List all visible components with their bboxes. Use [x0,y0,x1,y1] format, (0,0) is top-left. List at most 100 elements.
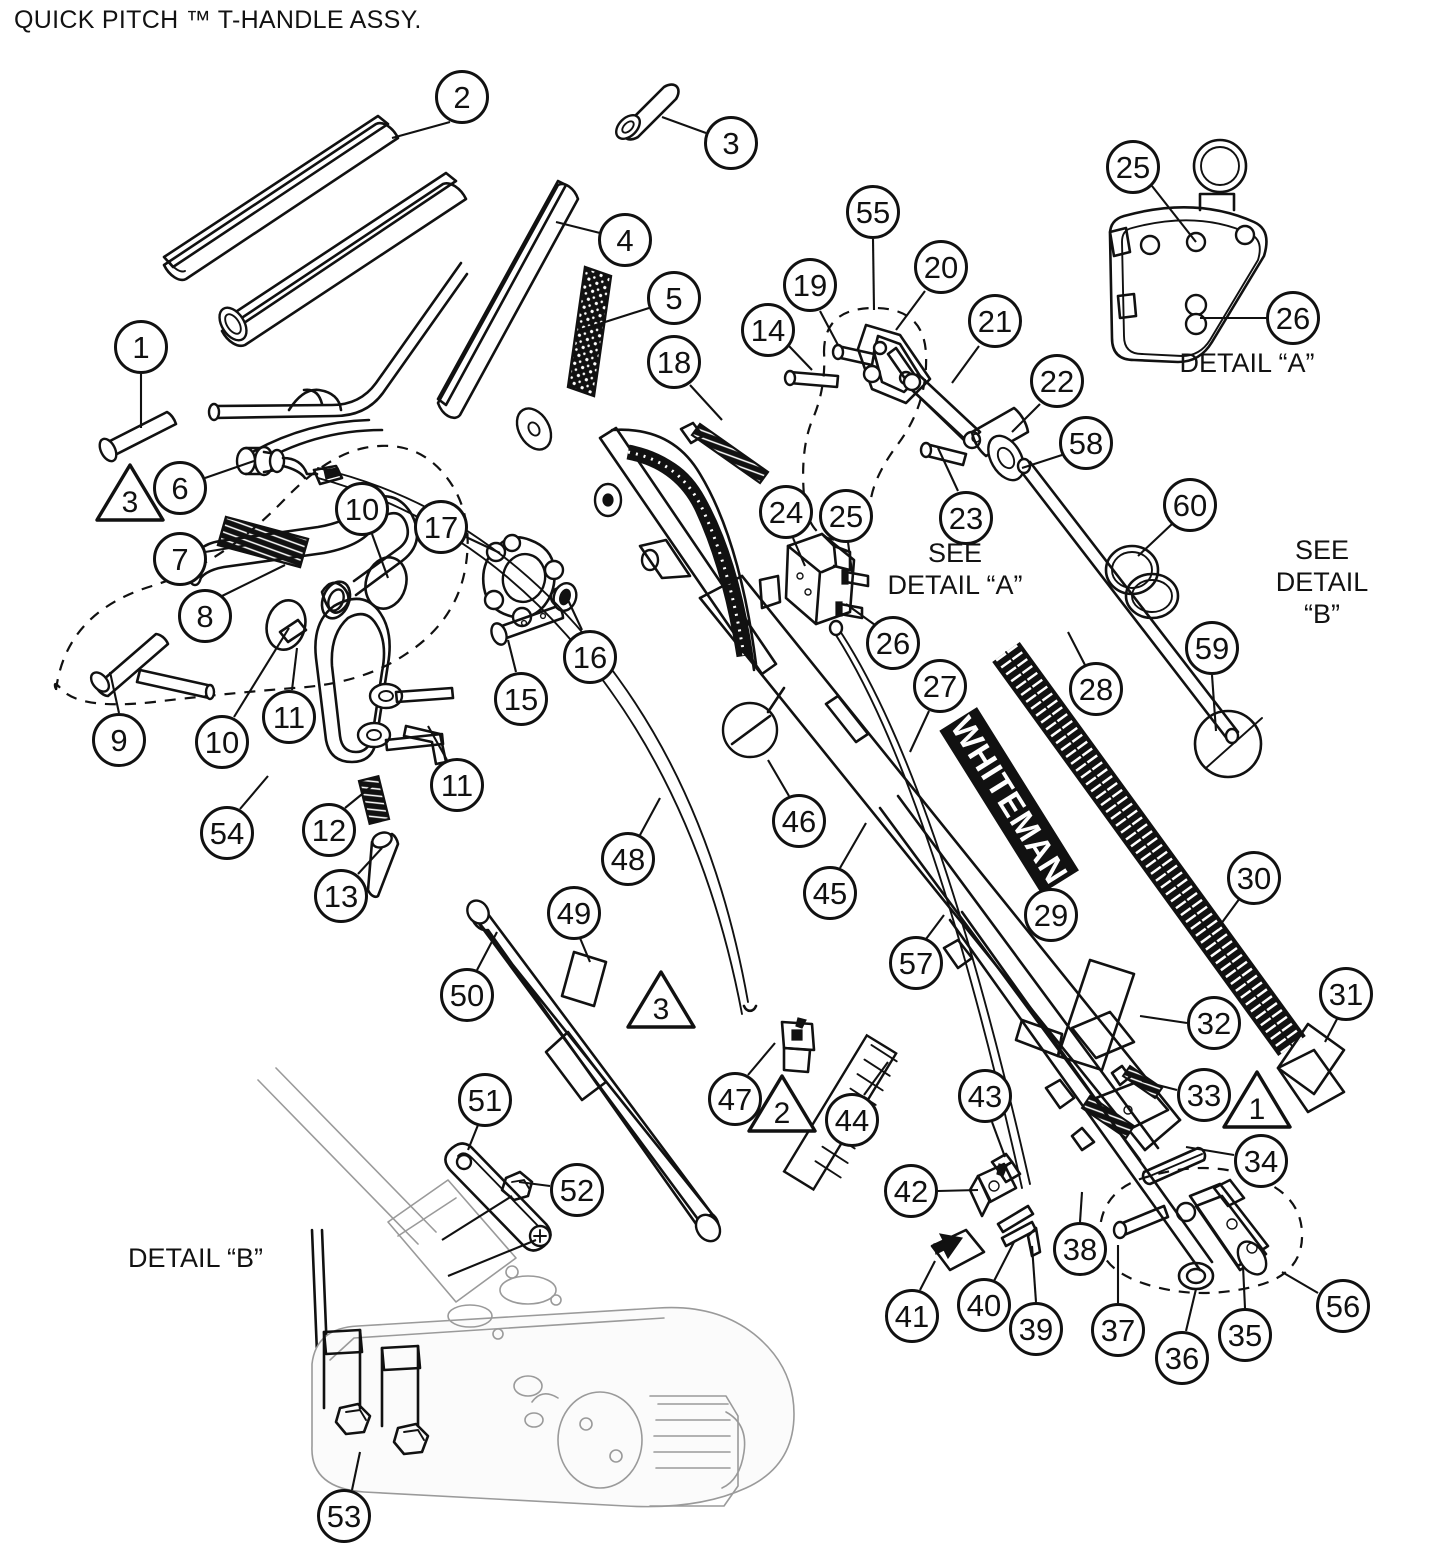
leader-line-14 [788,345,813,371]
leader-line-10 [233,627,290,718]
callout-balloon-15[interactable]: 15 [494,672,548,726]
callout-balloon-55[interactable]: 55 [846,185,900,239]
callout-balloon-16[interactable]: 16 [563,630,617,684]
callout-balloon-24[interactable]: 24 [759,485,813,539]
leader-line-54 [239,775,269,810]
part-43-thin-pin [990,1152,1022,1184]
callout-balloon-39[interactable]: 39 [1009,1302,1063,1356]
callout-balloon-35[interactable]: 35 [1218,1308,1272,1362]
callout-balloon-10[interactable]: 10 [195,715,249,769]
callout-balloon-44[interactable]: 44 [825,1093,879,1147]
callout-balloon-23[interactable]: 23 [939,491,993,545]
part-60-o-rings [1104,544,1180,620]
leader-line-42 [937,1188,979,1193]
leader-line-49 [579,937,591,963]
leader-line-12 [344,785,373,809]
callout-balloon-28[interactable]: 28 [1069,662,1123,716]
callout-balloon-1[interactable]: 1 [114,320,168,374]
callout-balloon-11[interactable]: 11 [262,690,316,744]
callout-balloon-33[interactable]: 33 [1177,1068,1231,1122]
callout-balloon-52[interactable]: 52 [550,1163,604,1217]
warning-triangle-3: 3 [625,969,697,1031]
callout-balloon-31[interactable]: 31 [1319,967,1373,1021]
callout-balloon-6[interactable]: 6 [153,461,207,515]
leader-line-57 [925,914,945,940]
callout-balloon-20[interactable]: 20 [914,240,968,294]
part-59-detail-b-circle [1193,709,1263,779]
part-39-40-tabs [996,1204,1042,1258]
leader-line-21 [951,345,980,384]
callout-balloon-54[interactable]: 54 [200,806,254,860]
leader-line-44 [863,1061,889,1096]
leader-line-6 [204,460,255,479]
callout-balloon-57[interactable]: 57 [889,936,943,990]
callout-balloon-45[interactable]: 45 [803,866,857,920]
callout-balloon-49[interactable]: 49 [547,886,601,940]
bottom-right-cluster [1098,1166,1304,1295]
callout-balloon-50[interactable]: 50 [440,968,494,1022]
callout-balloon-37[interactable]: 37 [1091,1303,1145,1357]
part-31-end-cap [1276,1022,1346,1114]
callout-balloon-26[interactable]: 26 [866,616,920,670]
callout-balloon-12[interactable]: 12 [302,803,356,857]
callout-balloon-56[interactable]: 56 [1316,1279,1370,1333]
callout-balloon-29[interactable]: 29 [1024,888,1078,942]
leader-line-27 [909,710,930,753]
callout-balloon-2[interactable]: 2 [435,70,489,124]
callout-balloon-7[interactable]: 7 [153,532,207,586]
part-6-cable-fitting [235,445,344,486]
callout-balloon-5[interactable]: 5 [647,271,701,325]
part-50-lower-tube [466,899,722,1243]
callout-balloon-26[interactable]: 26 [1266,291,1320,345]
callout-balloon-58[interactable]: 58 [1059,416,1113,470]
callout-balloon-36[interactable]: 36 [1155,1331,1209,1385]
leader-line-20 [895,290,926,331]
callout-balloon-42[interactable]: 42 [884,1164,938,1218]
callout-balloon-53[interactable]: 53 [317,1489,371,1543]
leader-line-8 [221,564,286,597]
callout-balloon-8[interactable]: 8 [178,589,232,643]
leader-line-30 [1217,897,1241,929]
callout-balloon-43[interactable]: 43 [958,1069,1012,1123]
callout-balloon-59[interactable]: 59 [1185,621,1239,675]
callout-balloon-40[interactable]: 40 [957,1278,1011,1332]
callout-balloon-21[interactable]: 21 [968,294,1022,348]
callout-balloon-3[interactable]: 3 [704,116,758,170]
callout-balloon-10[interactable]: 10 [335,482,389,536]
part-28-rod [1016,457,1240,745]
callout-balloon-13[interactable]: 13 [314,869,368,923]
callout-balloon-25[interactable]: 25 [819,489,873,543]
callout-balloon-32[interactable]: 32 [1187,996,1241,1050]
callout-balloon-27[interactable]: 27 [913,659,967,713]
detail-b-machine [257,1067,795,1508]
leader-line-3 [661,116,707,134]
callout-balloon-9[interactable]: 9 [92,713,146,767]
callout-balloon-41[interactable]: 41 [885,1289,939,1343]
leader-line-10 [371,533,389,579]
callout-balloon-22[interactable]: 22 [1030,354,1084,408]
part-5-grip-tape [566,265,613,398]
callout-balloon-19[interactable]: 19 [783,258,837,312]
callout-balloon-4[interactable]: 4 [598,213,652,267]
callout-balloon-11[interactable]: 11 [430,758,484,812]
callout-balloon-48[interactable]: 48 [601,832,655,886]
warning-triangle-1: 1 [1221,1069,1293,1131]
leader-line-41 [919,1260,936,1291]
leader-line-32 [1139,1014,1188,1025]
leader-line-38 [1078,1191,1084,1223]
callout-leader-lines [108,116,1338,1491]
page-title: QUICK PITCH ™ T-HANDLE ASSY. [14,6,422,34]
callout-balloon-51[interactable]: 51 [458,1073,512,1127]
callout-balloon-34[interactable]: 34 [1234,1134,1288,1188]
callout-balloon-46[interactable]: 46 [772,794,826,848]
callout-balloon-17[interactable]: 17 [414,500,468,554]
callout-balloon-14[interactable]: 14 [741,303,795,357]
callout-balloon-18[interactable]: 18 [647,335,701,389]
callout-balloon-60[interactable]: 60 [1163,478,1217,532]
callout-balloon-25[interactable]: 25 [1106,140,1160,194]
callout-balloon-30[interactable]: 30 [1227,851,1281,905]
callout-balloon-47[interactable]: 47 [708,1072,762,1126]
part-49-clamp-pad [560,950,608,1008]
callout-balloon-38[interactable]: 38 [1053,1222,1107,1276]
